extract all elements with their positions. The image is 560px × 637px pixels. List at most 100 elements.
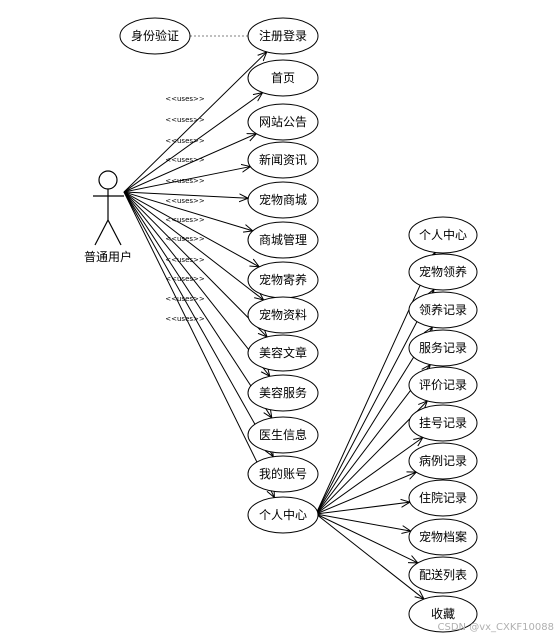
use-case-ellipse (408, 518, 478, 556)
uses-stereotype-label: <<uses>> (165, 137, 205, 145)
association-edge (123, 191, 253, 231)
actor-left-leg (94, 219, 109, 246)
uses-stereotype-label: <<uses>> (165, 156, 205, 164)
uses-stereotype-label: <<uses>> (165, 315, 205, 323)
use-case-12: 我的账号 (247, 455, 319, 493)
sub-association-edge (315, 502, 410, 515)
use-case-ellipse (247, 17, 319, 55)
use-case-11: 医生信息 (247, 416, 319, 454)
association-edge (123, 191, 259, 267)
association-edge (123, 93, 263, 193)
actor-head-icon (98, 170, 118, 190)
use-case-label: 服务记录 (419, 340, 467, 355)
use-case-10: 美容服务 (247, 374, 319, 412)
uses-labels-layer: <<uses>> <<uses>> <<uses>> <<uses>> <<uses>>… (165, 95, 205, 323)
association-edge (123, 191, 270, 376)
association-edge (123, 191, 274, 498)
sub-use-case-11: 收藏 (408, 595, 478, 633)
uses-stereotype-label: <<uses>> (165, 256, 205, 264)
use-case-label: 宠物资料 (259, 307, 307, 322)
sub-use-case-6: 挂号记录 (408, 404, 478, 442)
association-edge (123, 191, 272, 418)
sub-association-edge (315, 327, 432, 515)
actor-right-leg (107, 219, 122, 246)
association-edge (123, 191, 248, 198)
use-case-5: 宠物商城 (247, 181, 319, 219)
use-case-label: 美容服务 (259, 385, 307, 400)
use-case-13: 个人中心 (247, 496, 319, 534)
use-case-ellipse (408, 253, 478, 291)
use-case-4: 新闻资讯 (247, 141, 319, 179)
use-case-ellipse (408, 329, 478, 367)
sub-use-case-10: 配送列表 (408, 556, 478, 594)
uses-stereotype-label: <<uses>> (165, 116, 205, 124)
use-case-ellipse (408, 404, 478, 442)
use-case-ellipse (247, 455, 319, 493)
use-case-ellipse (247, 141, 319, 179)
uses-stereotype-label: <<uses>> (165, 177, 205, 185)
use-case-ellipse (247, 181, 319, 219)
use-case-3: 网站公告 (247, 103, 319, 141)
use-case-label: 宠物寄养 (259, 272, 307, 287)
use-case-ellipse (408, 366, 478, 404)
use-case-2: 首页 (247, 59, 319, 97)
use-case-label: 病例记录 (419, 453, 467, 468)
use-case-7: 宠物寄养 (247, 261, 319, 299)
association-edge (123, 191, 267, 337)
sub-association-edge (315, 513, 424, 599)
uses-stereotype-label: <<uses>> (165, 295, 205, 303)
use-case-ellipse (408, 291, 478, 329)
sub-use-case-2: 宠物领养 (408, 253, 478, 291)
use-case-ellipse (408, 216, 478, 254)
use-case-ellipse (119, 17, 191, 55)
use-case-label: 医生信息 (259, 427, 307, 442)
association-edge (123, 134, 256, 193)
use-case-label: 收藏 (431, 607, 455, 621)
sub-association-edge (315, 472, 416, 515)
use-case-ellipse (247, 221, 319, 259)
watermark-text: CSDN @vx_CXKF10088 (438, 622, 554, 633)
use-case-ellipse (247, 416, 319, 454)
use-case-label: 首页 (271, 71, 295, 85)
sub-use-case-5: 评价记录 (408, 366, 478, 404)
use-case-label: 注册登录 (259, 28, 307, 43)
use-case-label: 个人中心 (419, 227, 467, 242)
use-case-6: 商城管理 (247, 221, 319, 259)
use-case-label: 住院记录 (419, 491, 467, 505)
edges-layer (123, 31, 435, 599)
use-case-label: 身份验证 (131, 28, 179, 43)
association-edge (123, 191, 264, 300)
use-case-ellipse (247, 334, 319, 372)
use-case-ellipse (247, 59, 319, 97)
uses-stereotype-label: <<uses>> (165, 235, 205, 243)
sub-use-case-8: 住院记录 (408, 479, 478, 517)
use-case-label: 个人中心 (259, 507, 307, 522)
use-case-ellipse (408, 479, 478, 517)
use-case-label: 配送列表 (419, 567, 467, 582)
use-case-label: 评价记录 (419, 378, 467, 392)
use-case-ellipse (247, 103, 319, 141)
nodes-layer: 注册登录首页网站公告新闻资讯宠物商城商城管理宠物寄养宠物资料美容文章美容服务医生… (119, 17, 478, 633)
use-case-label: 新闻资讯 (259, 152, 307, 167)
use-case-8: 宠物资料 (247, 296, 319, 334)
sub-association-edge (315, 289, 434, 515)
uses-stereotype-label: <<uses>> (165, 275, 205, 283)
use-case-label: 宠物商城 (259, 192, 307, 207)
sub-use-case-4: 服务记录 (408, 329, 478, 367)
association-edge (123, 167, 250, 193)
use-case-label: 美容文章 (259, 345, 307, 360)
use-case-auth: 身份验证 (119, 17, 191, 55)
sub-use-case-3: 领养记录 (408, 291, 478, 329)
use-case-ellipse (408, 595, 478, 633)
sub-use-case-1: 个人中心 (408, 216, 478, 254)
uses-stereotype-label: <<uses>> (165, 197, 205, 205)
use-case-label: 我的账号 (259, 466, 307, 481)
use-case-label: 网站公告 (259, 115, 307, 129)
association-edge (123, 52, 267, 193)
uses-stereotype-label: <<uses>> (165, 216, 205, 224)
use-case-ellipse (408, 442, 478, 480)
use-case-label: 挂号记录 (419, 416, 467, 430)
association-edge (123, 191, 273, 457)
sub-use-case-7: 病例记录 (408, 442, 478, 480)
